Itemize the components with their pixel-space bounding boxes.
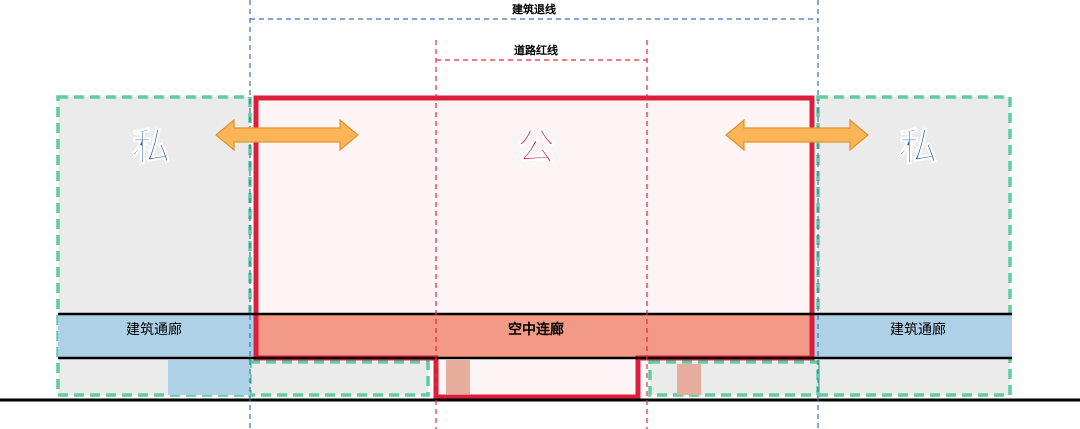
corridor-band-left — [58, 314, 254, 358]
setback-line-label: 建筑退线 — [512, 2, 556, 16]
skybridge-label: 空中连廊 — [508, 321, 564, 338]
corridor-band-right — [814, 314, 1012, 358]
corridor-column-left — [168, 360, 250, 395]
skybridge-band — [256, 314, 812, 358]
double-arrow-left-icon — [215, 118, 359, 152]
private-zone-left-lower — [248, 360, 430, 397]
public-label: 公 — [517, 125, 555, 169]
road-red-line-label: 道路红线 — [514, 43, 558, 57]
corridor-label-left: 建筑通廊 — [126, 321, 182, 338]
private-label-left: 私 — [132, 125, 170, 169]
pillar-left — [446, 360, 470, 394]
private-label-right: 私 — [899, 125, 937, 169]
double-arrow-right-icon — [725, 118, 869, 152]
private-zone-right-lower — [648, 360, 820, 397]
corridor-label-right: 建筑通廊 — [890, 321, 946, 338]
pillar-right — [677, 364, 701, 395]
